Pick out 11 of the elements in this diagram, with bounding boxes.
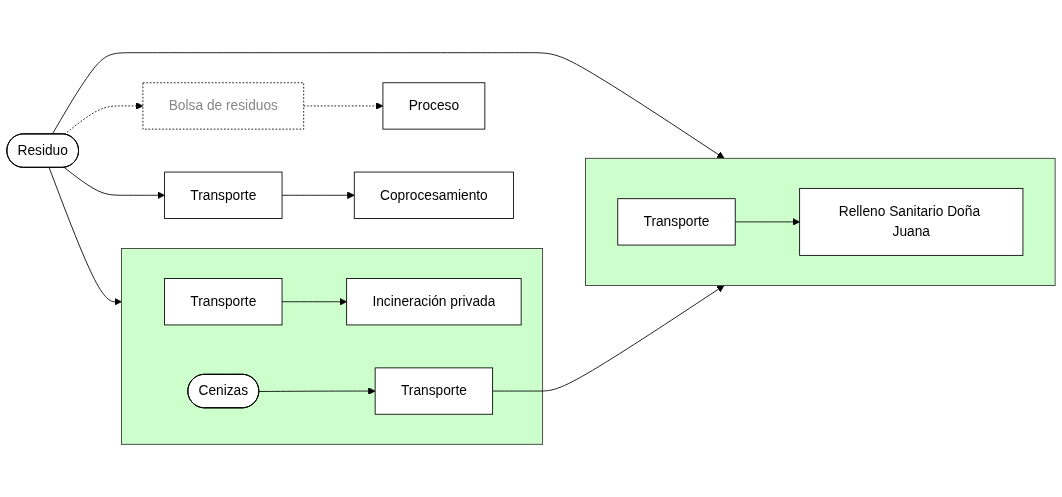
cluster	[585, 157, 1056, 286]
node-box: Relleno Sanitario Doña Juana	[799, 187, 1024, 256]
node-box: Transporte	[164, 278, 283, 326]
node-box: Transporte	[374, 367, 494, 415]
node-box: Bolsa de residuos	[142, 82, 305, 130]
node-box: Transporte	[617, 198, 736, 246]
cluster	[121, 248, 544, 445]
node-box: Transporte	[164, 171, 283, 219]
node-box: Proceso	[382, 82, 486, 130]
node-box: Coprocesamiento	[353, 171, 514, 219]
node-box: Incineración privada	[346, 278, 522, 326]
